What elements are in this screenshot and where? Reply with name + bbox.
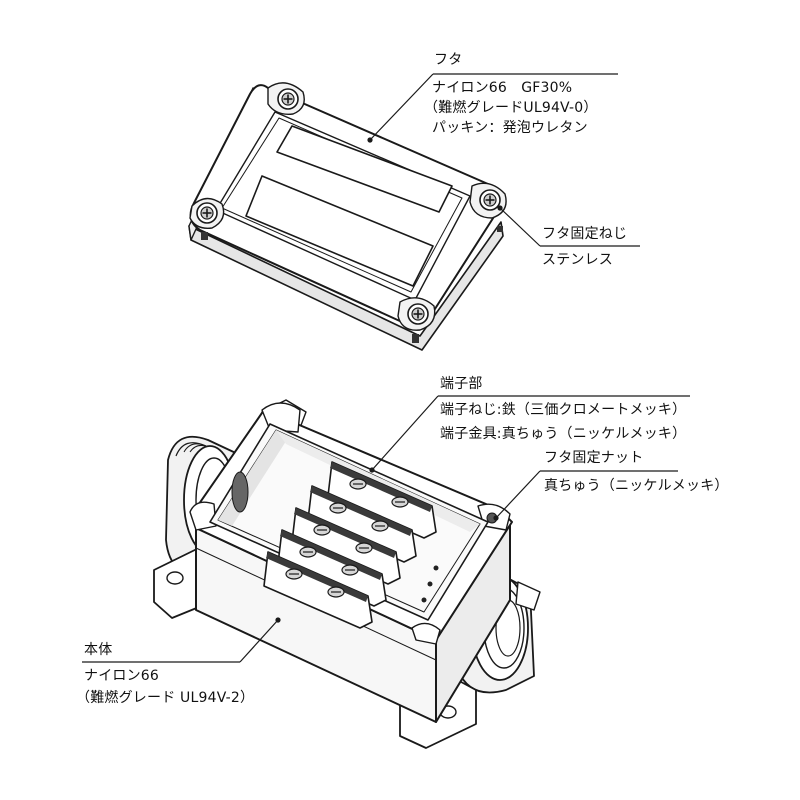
- terminal-screw-icon: [285, 568, 303, 580]
- lid-screw-icon: [407, 303, 429, 325]
- terminal-blocks: [263, 461, 437, 629]
- terminal-screw-icon: [371, 520, 389, 532]
- lid-window-bottom: [245, 175, 434, 287]
- body-grade: （難燃グレード UL94V-2）: [76, 690, 255, 706]
- lid-window-top: [276, 125, 453, 213]
- terminal-screw: 端子ねじ:鉄（三価クロメートメッキ）: [440, 402, 687, 418]
- lid: [188, 82, 507, 351]
- lid-title: フタ: [434, 52, 463, 68]
- terminal-screw-icon: [299, 546, 317, 558]
- terminal-screw-icon: [391, 496, 409, 508]
- lid-screw-title: フタ固定ねじ: [542, 226, 628, 242]
- terminal-block: [327, 461, 437, 539]
- lid-gasket: パッキン：発泡ウレタン: [432, 120, 588, 136]
- lid-screw-tip: [497, 226, 503, 232]
- lid-screw-icon: [479, 189, 501, 211]
- terminal-block: [307, 485, 417, 563]
- lid-grade: （難燃グレードUL94V-0）: [424, 100, 598, 116]
- body-material: ナイロン66: [84, 668, 160, 684]
- terminal-title: 端子部: [440, 376, 483, 392]
- leader-lines: [82, 73, 690, 663]
- terminal-block: [277, 529, 387, 607]
- terminal-screw-icon: [313, 524, 331, 536]
- terminal-screw-icon: [341, 564, 359, 576]
- terminal-screw-icon: [355, 542, 373, 554]
- terminal-screw-icon: [329, 502, 347, 514]
- terminal-screw-icon: [327, 586, 345, 598]
- lid-material: ナイロン66 GF30%: [432, 80, 573, 96]
- lid-screw-tip: [412, 334, 419, 343]
- lid-screw-material: ステンレス: [542, 252, 613, 268]
- terminal-block: [291, 507, 401, 585]
- lid-nut-material: 真ちゅう（ニッケルメッキ）: [544, 478, 729, 494]
- terminal-fitting: 端子金具:真ちゅう（ニッケルメッキ）: [440, 426, 687, 442]
- lid-screw-tip: [201, 232, 208, 240]
- lid-nut-title: フタ固定ナット: [544, 450, 644, 466]
- lid-screw-icon: [196, 202, 218, 224]
- body-title: 本体: [84, 642, 113, 658]
- terminal-block: [263, 551, 373, 629]
- mounting-hole: [166, 571, 184, 585]
- body: [153, 399, 541, 749]
- lid-screw-icon: [277, 88, 299, 110]
- terminal-screw-icon: [349, 478, 367, 490]
- mounting-foot-back-right: [515, 581, 541, 611]
